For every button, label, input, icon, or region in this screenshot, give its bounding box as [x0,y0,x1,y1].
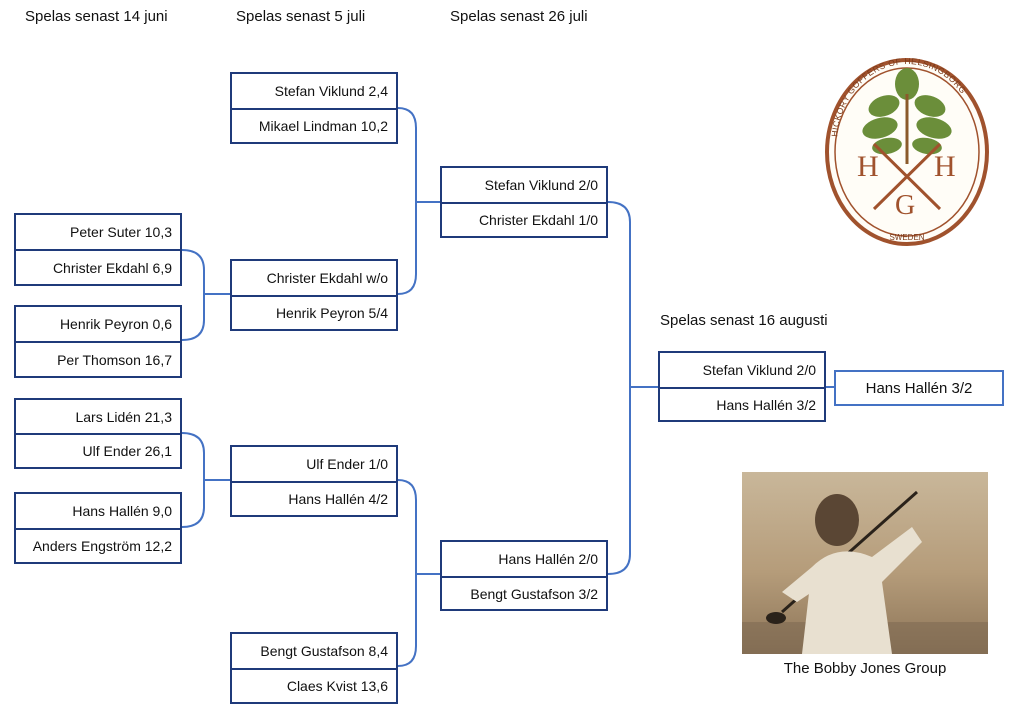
r2-match1-player1: Stefan Viklund 2,4 [230,72,398,109]
r1-match3-player2: Ulf Ender 26,1 [14,434,182,469]
round3-header: Spelas senast 26 juli [450,8,588,25]
r3-match1-player2: Christer Ekdahl 1/0 [440,203,608,238]
r2-match3-player1: Ulf Ender 1/0 [230,445,398,482]
r3-match2-player1: Hans Hallén 2/0 [440,540,608,577]
champion-box: Hans Hallén 3/2 [834,370,1004,406]
photo-caption: The Bobby Jones Group [783,660,947,677]
connector-r1-b [181,293,230,341]
golfer-photo [742,472,988,654]
r2-match2-player2: Henrik Peyron 5/4 [230,296,398,331]
connector-r2-d [397,573,440,667]
club-logo-emblem: HICKORY GOFFERS OF HELSINGBORG H H G SWE… [825,56,989,246]
r1-match1-player1: Peter Suter 10,3 [14,213,182,250]
connector-r1-d [181,479,230,528]
round1-header: Spelas senast 14 juni [25,8,168,25]
r1-match2-player2: Per Thomson 16,7 [14,342,182,378]
connector-r2-c [397,479,417,574]
connector-r3-a [607,201,631,387]
final-player1: Stefan Viklund 2/0 [658,351,826,388]
connector-r2-a [397,107,417,202]
r2-match2-player1: Christer Ekdahl w/o [230,259,398,296]
r2-match3-player2: Hans Hallén 4/2 [230,482,398,517]
r3-match2-player2: Bengt Gustafson 3/2 [440,577,608,611]
logo-letter-g: G [895,190,915,221]
r3-match1-player1: Stefan Viklund 2/0 [440,166,608,203]
connector-r3-b [607,386,658,575]
round2-header: Spelas senast 5 juli [236,8,366,25]
connector-r1-a [181,249,205,294]
connector-r2-b [397,201,440,295]
logo-letter-h1: H [857,150,879,183]
final-player2: Hans Hallén 3/2 [658,388,826,422]
r2-match1-player2: Mikael Lindman 10,2 [230,109,398,144]
club-logo: HICKORY GOFFERS OF HELSINGBORG H H G SWE… [812,44,1002,250]
round4-header: Spelas senast 16 augusti [660,312,828,329]
r1-match4-player1: Hans Hallén 9,0 [14,492,182,529]
r2-match4-player1: Bengt Gustafson 8,4 [230,632,398,669]
r1-match1-player2: Christer Ekdahl 6,9 [14,250,182,286]
r1-match4-player2: Anders Engström 12,2 [14,529,182,564]
logo-text-bottom: SWEDEN [889,233,924,242]
logo-letter-h2: H [934,150,956,183]
golfer-silhouette [742,490,988,654]
r1-match3-player1: Lars Lidén 21,3 [14,398,182,434]
connector-r1-c [181,432,205,480]
r2-match4-player2: Claes Kvist 13,6 [230,669,398,704]
r1-match2-player1: Henrik Peyron 0,6 [14,305,182,342]
